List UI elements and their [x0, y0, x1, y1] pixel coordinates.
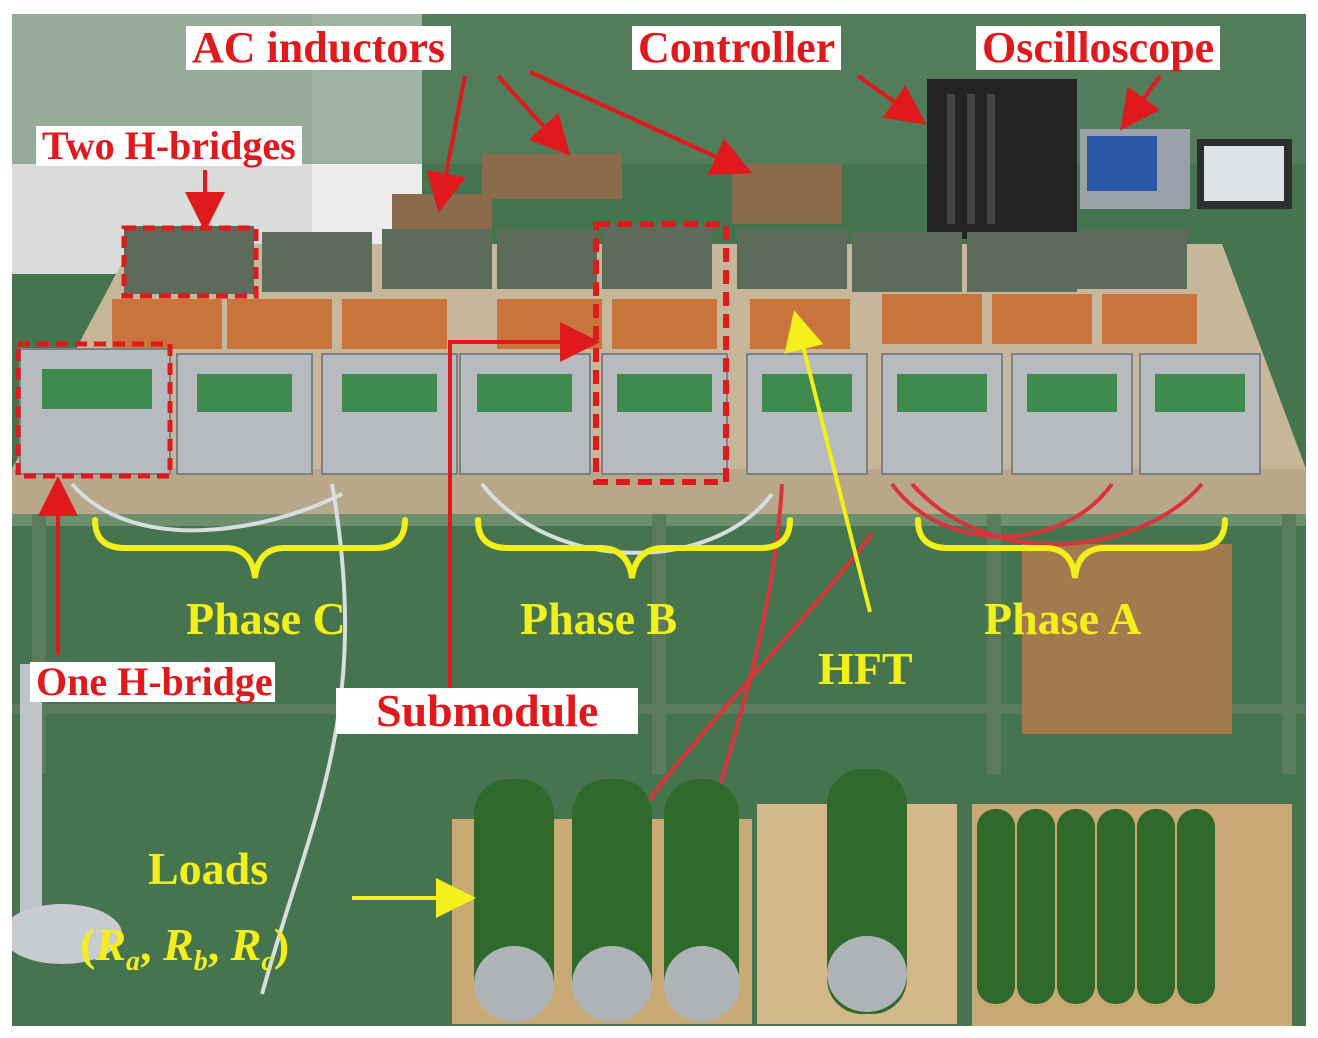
loads-resistors-label: (Ra, Rb, Rc) — [80, 922, 289, 976]
phase-a-label: Phase A — [984, 593, 1142, 644]
loads-close-paren: ) — [273, 919, 290, 970]
hft-label: HFT — [818, 643, 913, 694]
controller-label: Controller — [632, 26, 842, 70]
loads-label: Loads — [148, 843, 269, 894]
loads-separator-2: , — [207, 919, 231, 970]
two-h-bridges-label: Two H-bridges — [36, 126, 302, 166]
loads-open-paren: ( — [80, 919, 96, 970]
phase-b-label: Phase B — [520, 593, 678, 644]
rc-symbol: Rc — [230, 919, 274, 978]
oscilloscope-label: Oscilloscope — [976, 26, 1221, 70]
submodule-label: Submodule — [336, 688, 639, 734]
rb-symbol: Rb — [163, 919, 208, 978]
one-h-bridge-label: One H-bridge — [30, 662, 275, 702]
phase-c-label: Phase C — [186, 593, 346, 644]
ac-inductors-label: AC inductors — [186, 26, 452, 70]
loads-separator-1: , — [140, 919, 164, 970]
ra-symbol: Ra — [95, 919, 141, 978]
